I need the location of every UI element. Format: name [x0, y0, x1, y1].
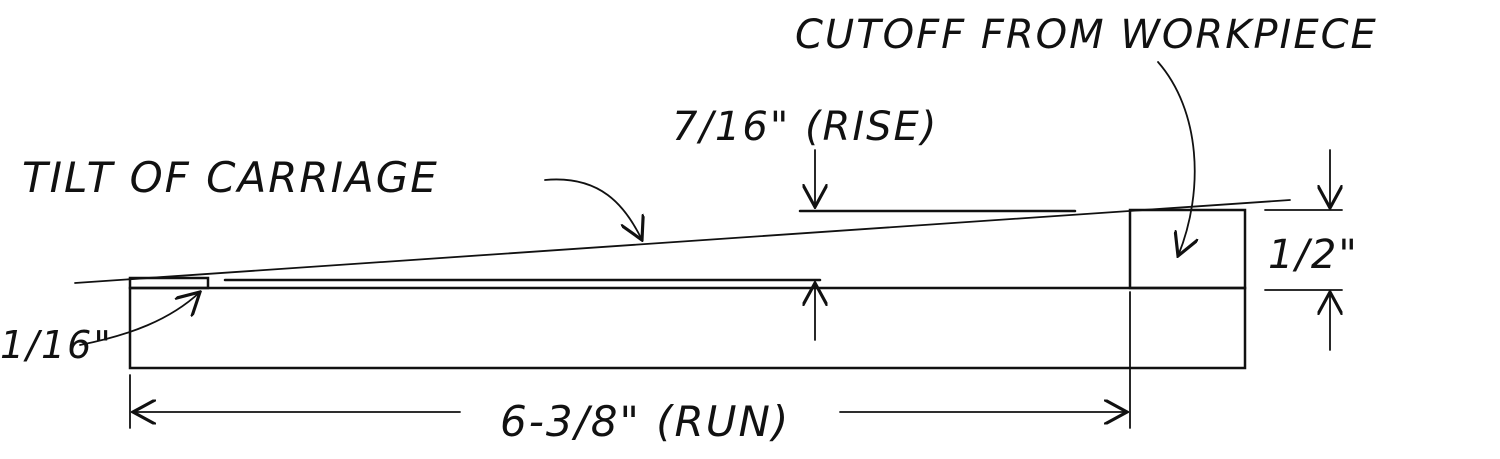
cutoff-leader-arrow — [1157, 61, 1195, 256]
shim-piece — [128, 276, 210, 290]
tilt-leader-arrow — [544, 178, 642, 240]
cutoff-label: CUTOFF FROM WORKPIECE — [795, 12, 1378, 58]
tilt-label: TILT OF CARRIAGE — [22, 153, 439, 202]
shim-leader-arrow — [79, 292, 200, 346]
rise-label: 7/16" (RISE) — [672, 104, 938, 150]
base-board — [128, 286, 1247, 370]
tilt-line — [74, 199, 1291, 284]
cutoff-block — [1128, 208, 1247, 290]
shim-thickness-label: 1/16" — [0, 323, 113, 367]
run-label: 6-3/8" (RUN) — [500, 397, 790, 446]
block-height-label: 1/2" — [1268, 232, 1359, 278]
